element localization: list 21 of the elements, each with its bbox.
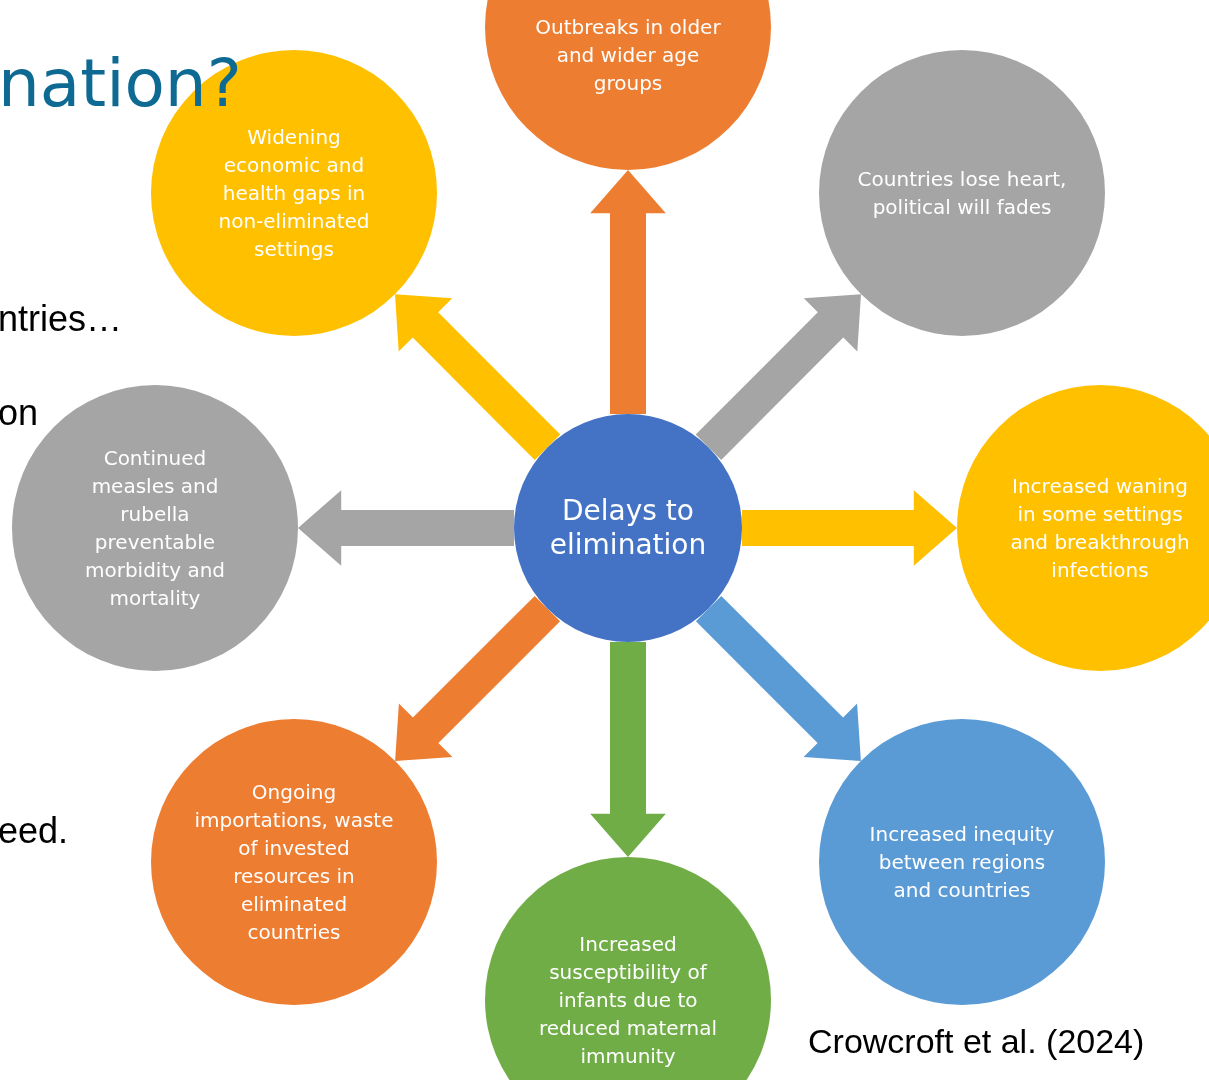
block-arrow xyxy=(395,595,561,761)
node-text: Delays to elimination xyxy=(548,494,708,562)
slide-text: eed. xyxy=(0,810,69,852)
node-text: Outbreaks in older and wider age groups xyxy=(534,14,722,97)
node-text: Widening economic and health gaps in non-eliminated settings xyxy=(217,124,371,263)
node-text: Increased waning in some settings and breakthrough infections xyxy=(1009,473,1191,584)
block-arrow xyxy=(298,490,514,566)
block-arrow xyxy=(395,294,561,460)
slide-text: on xyxy=(0,392,39,434)
block-arrow xyxy=(742,490,957,566)
block-arrow xyxy=(695,595,861,761)
block-arrow xyxy=(590,642,666,857)
node-text: Increased inequity between regions and countries xyxy=(868,821,1056,904)
slide-text: ntries… xyxy=(0,298,123,340)
node-text: Countries lose heart, political will fades xyxy=(857,166,1067,221)
block-arrow xyxy=(590,170,666,414)
node-text: Increased susceptibility of infants due to reduced maternal immunity xyxy=(537,931,719,1070)
node-text: Continued measles and rubella preventable morbidity and mortality xyxy=(83,445,227,612)
citation-text: Crowcroft et al. (2024) xyxy=(808,1022,1145,1061)
block-arrow xyxy=(695,294,861,460)
node-text: Ongoing importations, waste of invested resources in eliminated countries xyxy=(194,779,394,946)
